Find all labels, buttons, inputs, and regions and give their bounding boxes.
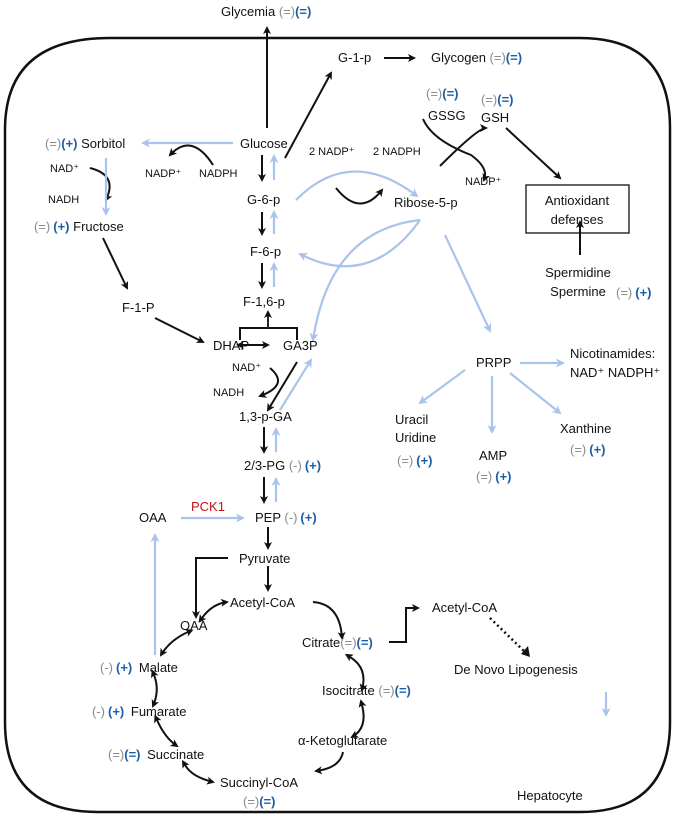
arrow-g6p-g1p [284,71,332,159]
succinylcoa-markers: (=)(=) [243,794,276,809]
gssg-markers: (=)(=) [426,86,459,101]
node-sorbitol: (=)(+) Sorbitol [45,136,125,151]
arrow-akg-succinylcoa [314,751,344,775]
node-fumarate: (-)(+) Fumarate [92,704,187,719]
cofactor-nadph-glucose: NADPH [199,168,238,180]
node-nicotinamides-line2: NAD⁺ NADPH⁺ [570,365,660,380]
node-spermidine-line2: Spermine [550,284,606,299]
arrow-malate-fumarate [151,669,160,708]
cofactor-2nadp: 2 NADP⁺ [309,146,355,158]
cell-membrane [3,36,672,814]
node-f6p: F-6-p [250,244,281,259]
node-pyruvate: Pyruvate [239,551,290,566]
arrow-gsh-antioxidant [505,127,562,180]
node-uracil-line1: Uracil [395,412,428,427]
node-acetylcoa: Acetyl-CoA [230,595,295,610]
cofactor-nad-ga: NAD⁺ [232,362,261,374]
node-glycemia: Glycemia (=)(=) [221,4,311,19]
node-g1p: G-1-p [338,50,371,65]
node-akg: α-Ketoglutarate [298,733,387,748]
arrow-ga3p-13pga [266,361,298,412]
arrow-ribose-prpp [444,234,492,333]
arrow-ribose-f6p [298,219,421,268]
node-gssg: GSSG [428,108,466,123]
arrow-g6p-ribose [295,170,419,201]
arrow-gssg-nadp [422,118,490,182]
node-dnl: De Novo Lipogenesis [454,662,578,677]
arrow-2nadp-2nadph [335,187,384,205]
arrow-nad-nadh-ga [258,367,279,398]
arrow-acetylcoa-citrate [312,601,346,640]
arrow-nad-nadh-sorbitol [89,167,113,202]
node-amp: AMP [479,448,507,463]
cofactor-nadp-gsh: NADP⁺ [465,176,502,188]
antioxidant-box [525,184,630,234]
uracil-markers: (=)(+) [397,453,433,468]
light-arrows [101,138,611,717]
node-glycogen: Glycogen (=)(=) [431,50,522,65]
arrow-oaa-malate [159,629,194,657]
arrow-citrate-isocitrate [344,653,368,692]
arrow-ribose-ga3p [309,218,421,342]
dark-arrows [89,26,584,785]
arrow-prpp-xanthine [509,372,562,415]
node-13pga: 1,3-p-GA [239,409,292,424]
enzyme-pck1: PCK1 [191,499,225,514]
arrow-nadph-nadp [168,144,214,166]
cofactor-nadp-glucose: NADP⁺ [145,168,182,180]
arrow-succinate-succinylcoa [181,759,215,785]
arrow-prpp-uracil [418,369,466,405]
arrow-citrate-acetylcoa-cyto [389,604,420,643]
node-prpp: PRPP [476,355,511,370]
arrow-fumarate-succinate [154,714,179,748]
arrow-isocitrate-akg [350,699,367,738]
arrow-oaa-acetylcoa [198,598,229,623]
node-pep: PEP (-)(+) [255,510,317,525]
node-f16p: F-1,6-p [243,294,285,309]
cofactor-nadh-sorbitol: NADH [48,194,79,206]
node-acetylcoa-cyto: Acetyl-CoA [432,600,497,615]
spermidine-markers: (=)(+) [616,285,652,300]
node-glucose: Glucose [240,136,288,151]
node-nicotinamides-line1: Nicotinamides: [570,346,655,361]
arrow-fructose-f1p [102,237,129,290]
arrow-acetylcoa-dnl-line [489,617,526,653]
node-spermidine-line1: Spermidine [545,265,611,280]
node-antioxidant-line1: Antioxidant [545,193,610,208]
arrow-f1p-dhap [154,317,205,343]
arrow-pyruvate-oaa [192,557,228,619]
node-succinate: (=)(=) Succinate [108,747,204,762]
cofactor-2nadph: 2 NADPH [373,146,421,158]
node-dhap: DHAP [213,338,249,353]
node-citrate: Citrate(=)(=) [302,635,373,650]
arrow-nadph-gsh [439,124,488,167]
node-23pg: 2/3-PG (-)(+) [244,458,321,473]
node-ga3p: GA3P [283,338,318,353]
node-oaa: OAA [180,618,208,633]
node-f1p: F-1-P [122,300,155,315]
node-ribose5p: Ribose-5-p [394,195,458,210]
gsh-markers: (=)(=) [481,92,514,107]
cofactor-nad-sorbitol: NAD⁺ [50,163,79,175]
node-isocitrate: Isocitrate (=)(=) [322,683,411,698]
node-gsh: GSH [481,110,509,125]
node-succinylcoa: Succinyl-CoA [220,775,298,790]
cofactor-nadh-ga: NADH [213,387,244,399]
node-oaa-top: OAA [139,510,167,525]
xanthine-markers: (=)(+) [570,442,606,457]
arrow-acetylcoa-dnl-head [521,646,530,657]
node-g6p: G-6-p [247,192,280,207]
amp-markers: (=)(+) [476,469,512,484]
node-malate: (-)(+) Malate [100,660,178,675]
node-antioxidant-line2: defenses [551,212,604,227]
arrow-13pga-ga3p [279,358,313,411]
node-uracil-line2: Uridine [395,430,436,445]
node-xanthine: Xanthine [560,421,611,436]
cell-label: Hepatocyte [517,788,583,803]
node-fructose: (=)(+) Fructose [34,219,124,234]
